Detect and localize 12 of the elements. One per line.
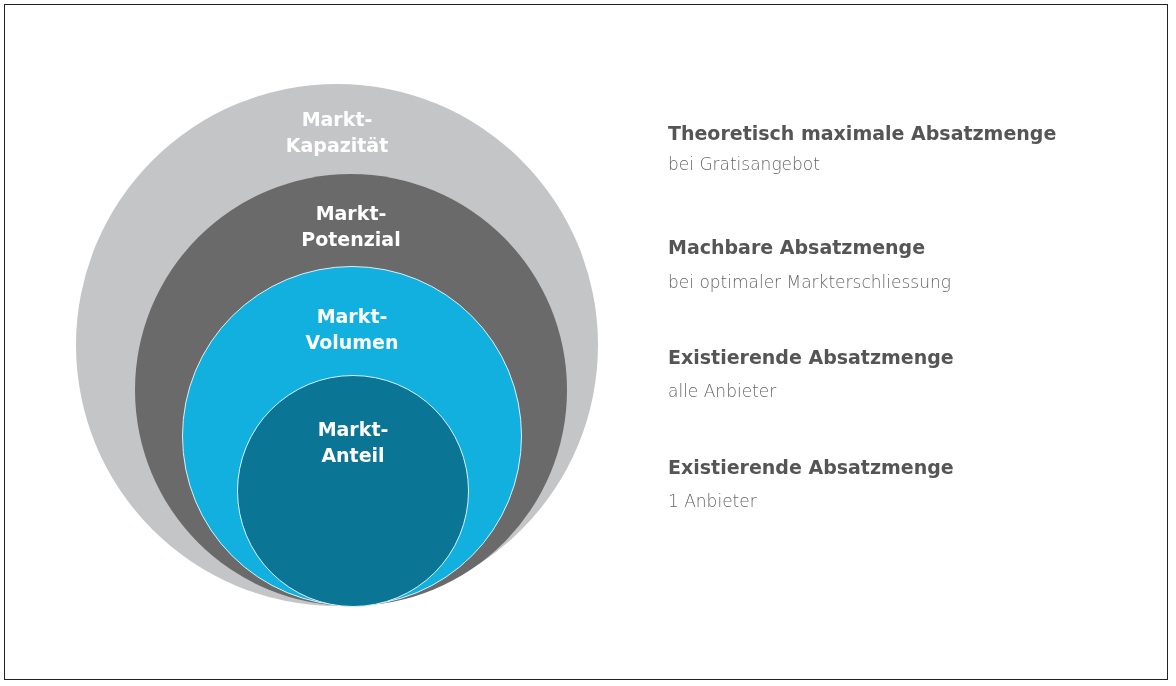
circle-label: Markt- Anteil [316,417,390,468]
description-text: bei optimaler Markterschliessung [668,272,951,292]
heading-text: Theoretisch maximale Absatzmenge [668,122,1057,144]
description-text: 1 Anbieter [668,491,757,511]
circle-label: Markt- Volumen [304,304,400,355]
circle-label: Markt- Kapazität [284,107,390,158]
description-text: bei Gratisangebot [668,154,820,174]
circle-label: Markt- Potenzial [300,201,402,252]
heading-text: Existierende Absatzmenge [668,456,954,478]
description-text: alle Anbieter [668,381,777,401]
heading-text: Existierende Absatzmenge [668,346,954,368]
heading-text: Machbare Absatzmenge [668,236,926,258]
